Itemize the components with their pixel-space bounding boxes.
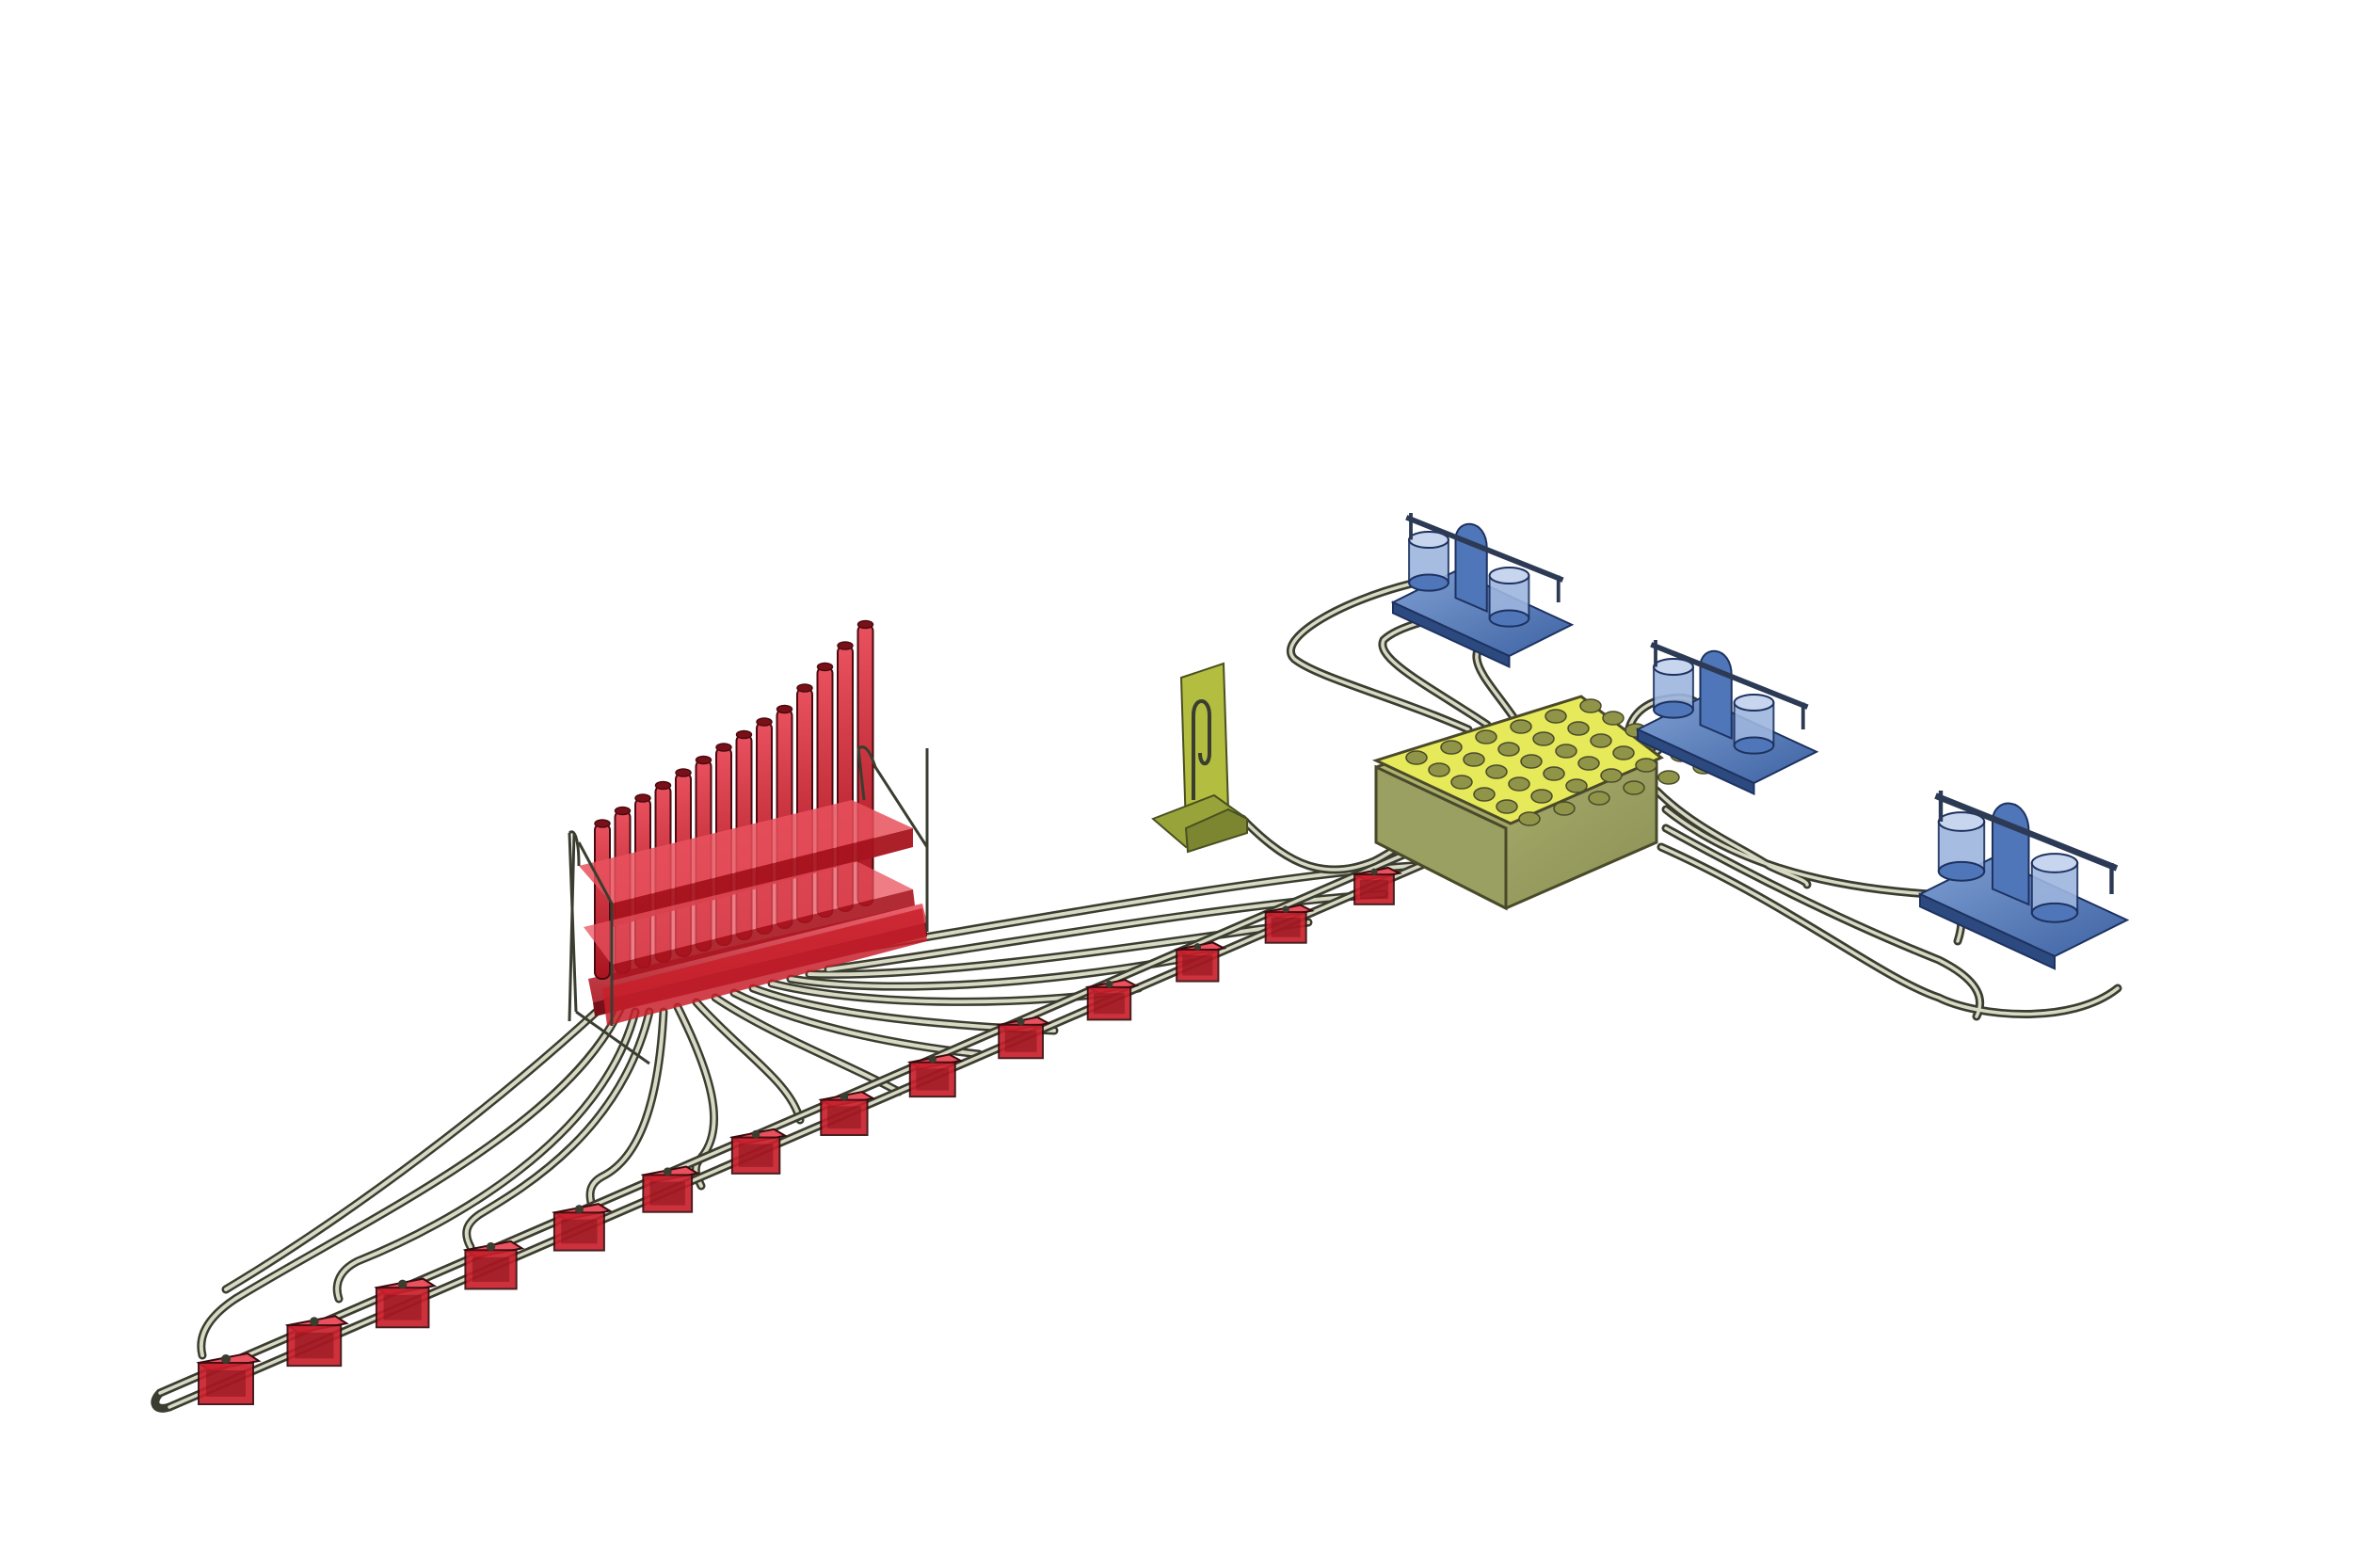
- well-hole: [1635, 758, 1657, 773]
- valve-block: [1262, 904, 1315, 944]
- well-hole: [1588, 791, 1610, 806]
- well-hole: [1520, 754, 1543, 769]
- valve-block: [1351, 866, 1403, 905]
- valve-block: [374, 1277, 438, 1329]
- valve-block: [996, 1016, 1051, 1060]
- well-hole: [1497, 742, 1520, 757]
- valve-block: [284, 1315, 349, 1368]
- pump-unit: [1635, 640, 1819, 795]
- well-hole: [1473, 787, 1496, 802]
- valve-block: [640, 1165, 700, 1213]
- valve-block: [196, 1352, 262, 1405]
- valve-block: [462, 1240, 525, 1290]
- valve-block-row: [196, 866, 1403, 1405]
- pump-units: [1390, 513, 2130, 970]
- well-hole: [1405, 750, 1428, 765]
- well-hole: [1463, 752, 1485, 767]
- well-plate-manifold: [1371, 695, 1715, 911]
- serpentine-chip-panel: [1151, 662, 1249, 854]
- well-hole: [1545, 709, 1567, 724]
- valve-block: [729, 1128, 789, 1175]
- well-hole: [1518, 811, 1541, 826]
- well-hole: [1555, 744, 1577, 759]
- well-hole: [1602, 711, 1625, 726]
- well-hole: [1428, 762, 1450, 777]
- well-hole: [1543, 766, 1565, 781]
- well-hole: [1612, 745, 1635, 760]
- well-hole: [1623, 780, 1645, 795]
- well-hole: [1577, 756, 1600, 771]
- well-hole: [1450, 775, 1473, 790]
- well-hole: [1510, 719, 1532, 734]
- well-hole: [1590, 733, 1612, 748]
- well-hole: [1565, 778, 1588, 793]
- well-hole: [1657, 770, 1680, 785]
- valve-block: [552, 1203, 613, 1252]
- well-hole: [1567, 721, 1590, 736]
- well-hole: [1440, 740, 1463, 755]
- valve-block: [906, 1053, 964, 1098]
- valve-block: [1174, 941, 1227, 983]
- pump-unit: [1917, 791, 2130, 970]
- well-hole: [1485, 764, 1508, 779]
- well-hole: [1600, 768, 1623, 783]
- well-hole: [1530, 789, 1553, 804]
- valve-block: [818, 1091, 876, 1136]
- well-hole: [1579, 698, 1602, 713]
- well-hole: [1508, 776, 1530, 792]
- well-hole: [1553, 801, 1576, 816]
- well-hole: [1475, 729, 1497, 744]
- tubing-network: [151, 579, 2122, 1413]
- test-tube-rack: [568, 619, 929, 1065]
- well-hole: [1532, 731, 1555, 746]
- well-hole: [1496, 799, 1518, 814]
- valve-block: [1084, 978, 1140, 1021]
- pump-unit: [1390, 513, 1575, 668]
- well-holes: [1405, 698, 1715, 826]
